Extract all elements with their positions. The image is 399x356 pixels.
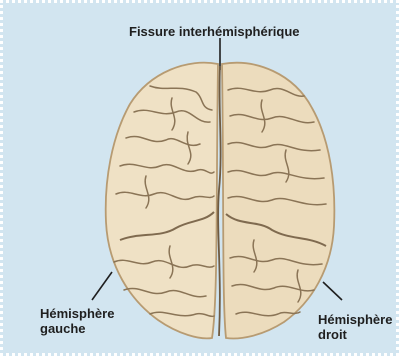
right-hemisphere-label-line2: droit [318,327,392,342]
left-hemisphere-label-line2: gauche [40,321,114,336]
right-hemisphere-label-line1: Hémisphère [318,312,392,327]
fissure-label: Fissure interhémisphérique [129,24,300,39]
left-hemisphere-leader-line [92,272,112,300]
right-hemisphere-label: Hémisphère droit [318,312,392,342]
left-hemisphere-label: Hémisphère gauche [40,306,114,336]
interhemispheric-fissure [218,66,220,336]
right-hemisphere [222,63,334,339]
right-hemisphere-leader-line [323,282,342,300]
left-hemisphere-label-line1: Hémisphère [40,306,114,321]
